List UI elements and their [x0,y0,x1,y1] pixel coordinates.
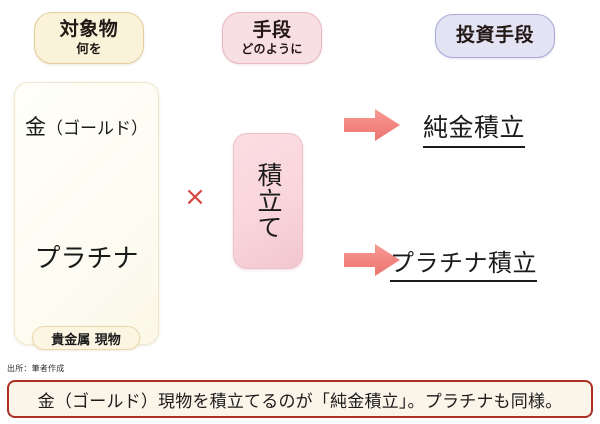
header-pill-target-sub: 何を [76,41,102,57]
header-pill-method: 手段 どのように [222,12,322,64]
caption-box: 金（ゴールド）現物を積立てるのが「純金積立」。プラチナも同様。 [7,380,593,418]
arrow-right-icon-gold [344,108,400,142]
method-box: 積立て [233,133,303,269]
asset-label-platinum: プラチナ [34,244,139,274]
result-label-platinum-accumulation: プラチナ積立 [390,243,537,282]
caption-text: 金（ゴールド）現物を積立てるのが「純金積立」。プラチナも同様。 [37,391,563,412]
header-pill-target: 対象物 何を [34,12,144,64]
asset-label-gold-katakana: （ゴールド） [46,119,148,139]
header-pill-vehicle-main: 投資手段 [455,24,534,47]
asset-box-tag: 貴金属 現物 [32,326,140,350]
result-label-gold-accumulation: 純金積立 [423,108,526,148]
multiplication-sign-icon: × [184,182,206,212]
asset-box: 金（ゴールド） プラチナ [14,82,159,345]
header-pill-vehicle: 投資手段 [435,14,555,58]
header-pill-method-sub: どのように [241,41,303,56]
header-pill-method-main: 手段 [252,18,292,41]
header-pill-target-main: 対象物 [59,18,119,41]
arrow-right-icon-platinum [344,243,400,277]
method-box-label: 積立て [254,162,283,240]
asset-label-gold: 金（ゴールド） [15,111,158,141]
source-note: 出所：筆者作成 [7,364,65,373]
asset-label-gold-kanji: 金 [25,115,46,139]
